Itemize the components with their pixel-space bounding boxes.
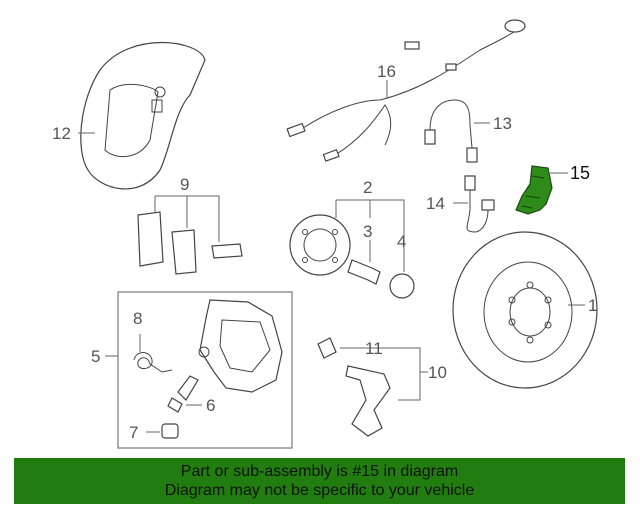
part-2-wheel-hub[interactable]: [289, 214, 351, 276]
part-5-caliper-box: [117, 291, 293, 449]
part-7-cap[interactable]: [161, 423, 179, 439]
part-9-brake-pads[interactable]: [137, 211, 243, 275]
part-11-guide-bushing[interactable]: [317, 337, 337, 359]
banner-line-1: Part or sub-assembly is #15 in diagram: [180, 463, 459, 480]
callout-8: 8: [133, 309, 142, 328]
part-6-bleeder-screw[interactable]: [167, 375, 199, 413]
part-12-splash-shield[interactable]: [80, 41, 206, 190]
callout-7: 7: [129, 423, 138, 442]
callout-5: 5: [91, 347, 100, 366]
callout-14: 14: [426, 194, 445, 213]
part-13-sensor-wire[interactable]: [424, 99, 478, 163]
callout-11: 11: [365, 339, 383, 358]
part-16-wiring-harness[interactable]: [286, 19, 526, 162]
part-14-sensor-wire[interactable]: [464, 175, 495, 233]
part-3-hub-bolt[interactable]: [347, 259, 381, 285]
part-10-caliper-bracket[interactable]: [345, 365, 391, 437]
callout-16: 16: [377, 62, 396, 81]
callout-15: 15: [570, 163, 590, 183]
banner-line-2: Diagram may not be specific to your vehi…: [164, 482, 475, 499]
callout-3: 3: [363, 222, 372, 241]
parts-diagram: 12 16 13 14 15 9: [52, 19, 598, 449]
callout-9: 9: [180, 175, 189, 194]
callout-2: 2: [363, 178, 372, 197]
part-5-caliper[interactable]: [198, 299, 283, 393]
part-15-highlighted[interactable]: [515, 165, 553, 215]
callout-12: 12: [52, 124, 71, 143]
callout-10: 10: [428, 363, 447, 382]
part-1-brake-rotor[interactable]: [452, 231, 598, 389]
info-banner: Part or sub-assembly is #15 in diagram D…: [14, 458, 625, 504]
part-8-spring[interactable]: [133, 352, 173, 373]
callout-4: 4: [397, 232, 406, 251]
callout-6: 6: [206, 396, 215, 415]
callout-1: 1: [588, 296, 597, 315]
part-4-dust-cap[interactable]: [389, 273, 415, 299]
callout-13: 13: [493, 114, 512, 133]
